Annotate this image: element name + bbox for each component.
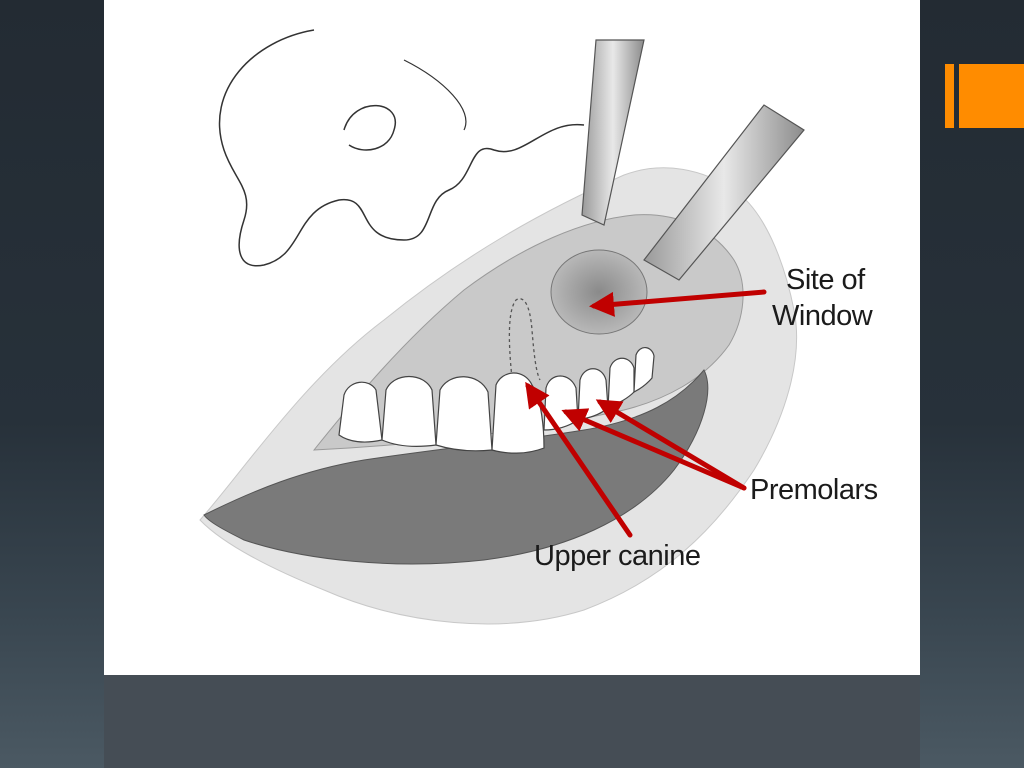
premolar-1 [544, 376, 578, 430]
label-upper-canine: Upper canine [534, 540, 701, 572]
incisor-3 [436, 377, 492, 451]
nostril-outline [344, 106, 395, 150]
figure-panel: Site of Window Premolars Upper canine [104, 0, 920, 675]
accent-bars [945, 64, 1024, 128]
accent-bar-wide [959, 64, 1024, 128]
incisor-2 [382, 377, 436, 447]
accent-bar-thin [945, 64, 954, 128]
dental-illustration [104, 0, 920, 675]
label-site-of-window-line1: Site of [786, 264, 865, 296]
label-site-of-window-line2: Window [772, 300, 872, 332]
footer-band [104, 675, 920, 768]
site-of-window [551, 250, 647, 334]
incisor-1 [339, 382, 382, 442]
label-premolars: Premolars [750, 474, 878, 506]
philtrum-line [404, 60, 466, 130]
